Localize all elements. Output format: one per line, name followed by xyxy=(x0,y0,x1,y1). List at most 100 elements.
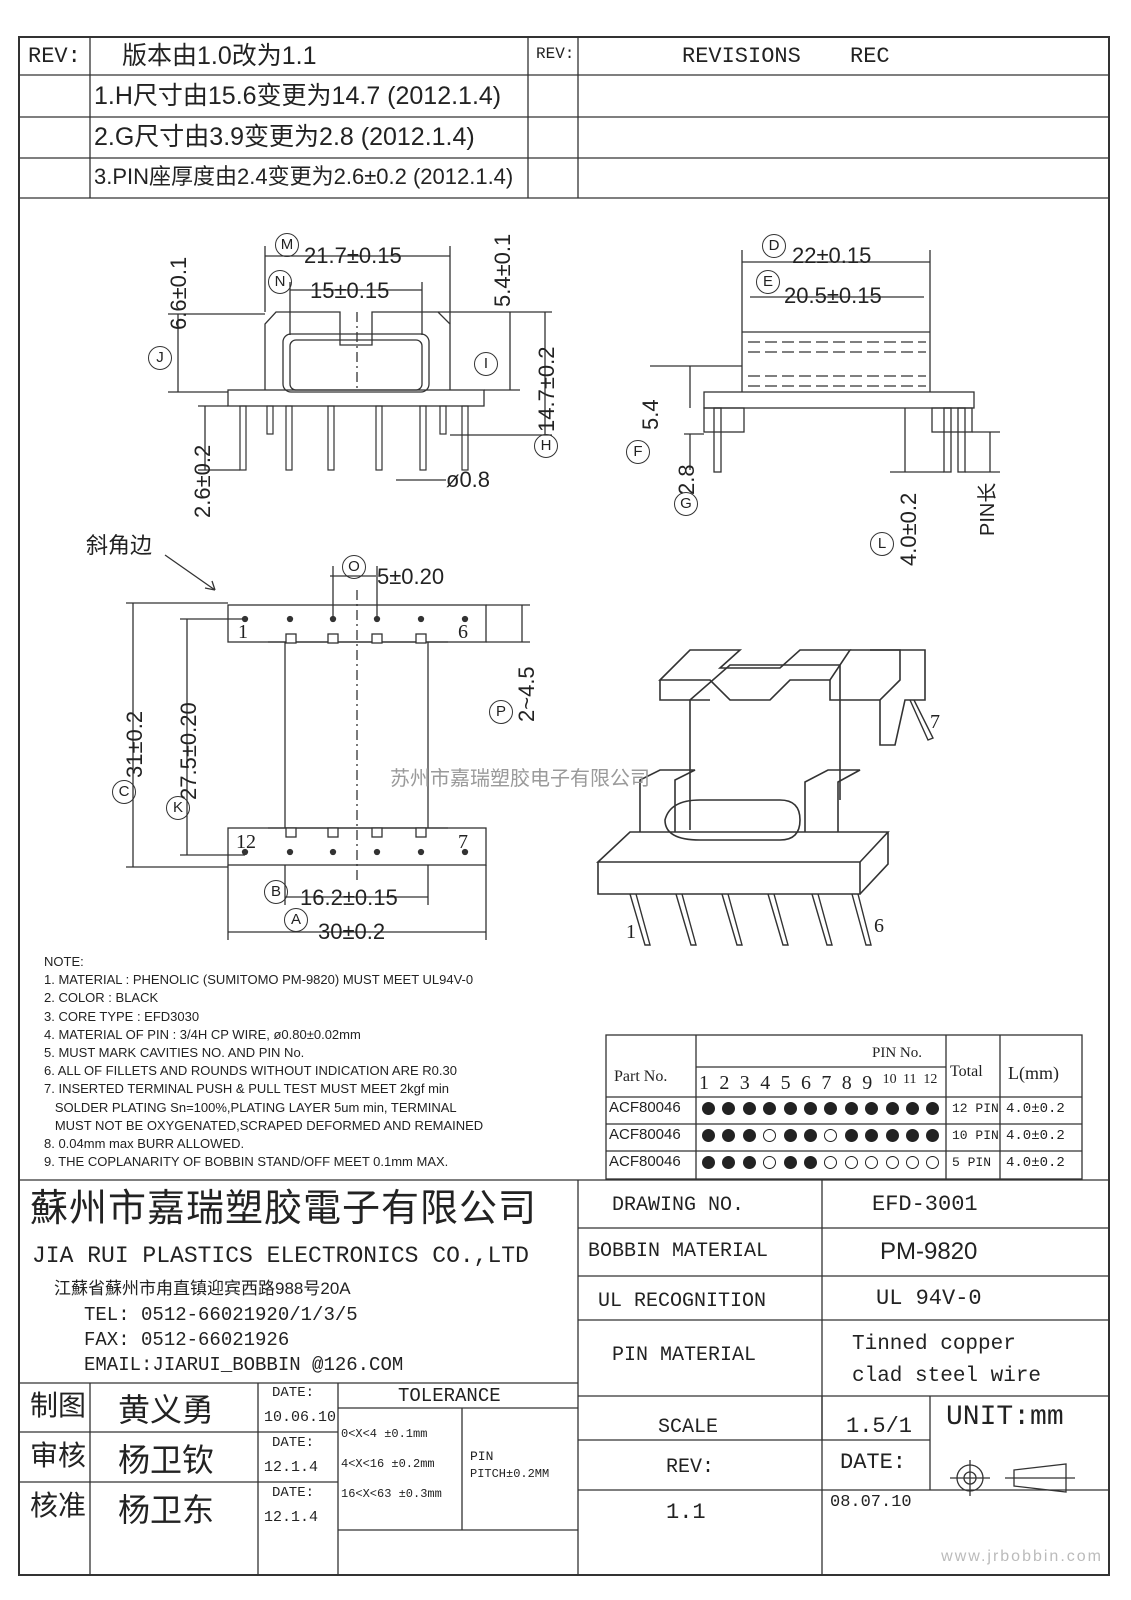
pin-empty-dot xyxy=(763,1156,777,1169)
pin-material-line-2: clad steel wire xyxy=(852,1365,1042,1388)
revision-row-2: 2.G尺寸由3.9变更为2.8 (2012.1.4) xyxy=(94,123,475,151)
pin-table-total: 10 PIN xyxy=(952,1128,999,1143)
pin-number-header: 4 xyxy=(760,1072,771,1094)
pin-number-header: 9 xyxy=(862,1072,873,1094)
watermark-text: 苏州市嘉瑞塑胶电子有限公司 xyxy=(390,766,650,790)
website-watermark: www.jrbobbin.com xyxy=(941,1548,1103,1565)
approval-role-0: 制图 xyxy=(30,1390,87,1421)
date-label: DATE: xyxy=(840,1450,907,1475)
pin-filled-dot xyxy=(865,1129,879,1142)
dim-d: 22±0.15 xyxy=(792,243,872,268)
circle-label-d: D xyxy=(762,234,786,258)
approval-date-label-2: DATE: xyxy=(272,1485,315,1501)
pin-number-header: 6 xyxy=(801,1072,811,1094)
notes-title: NOTE: xyxy=(44,954,84,969)
pin-filled-dot xyxy=(885,1102,899,1115)
pin-filled-dot xyxy=(926,1102,940,1115)
pin-table-pin-header: PIN No. xyxy=(872,1045,923,1061)
notes-block: NOTE: 1. MATERIAL : PHENOLIC (SUMITOMO P… xyxy=(44,953,483,1171)
pin-filled-dot xyxy=(763,1102,777,1115)
pin-filled-dot xyxy=(742,1156,756,1169)
pin-empty-dot xyxy=(865,1156,879,1169)
dim-pin-length: 2.6±0.2 xyxy=(190,444,215,518)
approval-date-0: 10.06.10 xyxy=(264,1409,337,1426)
circle-label-c: C xyxy=(112,780,136,804)
iso-view-outline xyxy=(595,649,934,946)
ul-recognition-label: UL RECOGNITION xyxy=(598,1290,767,1313)
note-item: 1. MATERIAL : PHENOLIC (SUMITOMO PM-9820… xyxy=(44,972,474,988)
pin-filled-dot xyxy=(804,1102,817,1115)
note-item: SOLDER PLATING Sn=100%,PLATING LAYER 5um… xyxy=(44,1099,457,1115)
note-item: 9. THE COPLANARITY OF BOBBIN STAND/OFF M… xyxy=(44,1154,449,1170)
pin-filled-dot xyxy=(926,1129,940,1142)
pin-empty-dot xyxy=(926,1156,940,1169)
dim-c: 31±0.2 xyxy=(122,710,147,778)
bottom-pin-1: 1 xyxy=(238,621,248,643)
pin-filled-dot xyxy=(783,1156,797,1169)
pin-filled-dot xyxy=(906,1102,919,1115)
pin-filled-dot xyxy=(885,1129,899,1142)
pin-number-header: 7 xyxy=(821,1072,832,1094)
circle-label-b: B xyxy=(264,880,288,904)
pin-filled-dot xyxy=(824,1102,838,1115)
pin-empty-dot xyxy=(885,1156,899,1169)
title-block-grid xyxy=(18,1179,1110,1576)
pin-number-header: 1 xyxy=(699,1072,709,1094)
pin-table-length: 4.0±0.2 xyxy=(1006,1101,1065,1117)
tolerance-pitch: PITCH±0.2MM xyxy=(470,1467,550,1481)
circle-label-n: N xyxy=(268,270,292,294)
note-item: 3. CORE TYPE : EFD3030 xyxy=(44,1008,200,1024)
pin-table-part: ACF80046 xyxy=(609,1126,681,1143)
rec-header: REC xyxy=(850,44,890,69)
tolerance-pin: PIN xyxy=(470,1449,494,1464)
dim-g: 2.8 xyxy=(674,464,699,495)
tolerance-title: TOLERANCE xyxy=(398,1385,501,1407)
approval-date-2: 12.1.4 xyxy=(264,1509,319,1526)
dim-e: 20.5±0.15 xyxy=(784,283,882,308)
approval-name-1: 杨卫钦 xyxy=(118,1442,215,1478)
note-item: 7. INSERTED TERMINAL PUSH & PULL TEST MU… xyxy=(44,1081,450,1097)
tolerance-row-1: 4<X<16 ±0.2mm xyxy=(341,1457,435,1471)
pin-table-part: ACF80046 xyxy=(609,1099,681,1116)
circle-label-l: L xyxy=(870,532,894,556)
rev-label-bottom: REV: xyxy=(666,1456,715,1479)
pin-filled-dot xyxy=(722,1156,736,1169)
circle-label-i: I xyxy=(474,352,498,376)
circle-label-a: A xyxy=(284,908,308,932)
circle-label-o: O xyxy=(342,555,366,579)
bottom-pin-6: 6 xyxy=(458,621,468,643)
dim-pin-k: PIN长 xyxy=(977,482,999,536)
dim-pin-diameter: ø0.8 xyxy=(446,467,491,492)
pin-number-header: 10 xyxy=(882,1072,897,1087)
company-address: 江蘇省蘇州市甪直镇迎宾西路988号20A xyxy=(54,1279,351,1298)
pin-filled-dot xyxy=(742,1129,756,1142)
pin-filled-dot xyxy=(844,1102,858,1115)
circle-label-g: G xyxy=(674,492,698,516)
pin-number-header: 8 xyxy=(841,1072,852,1094)
pin-filled-dot xyxy=(804,1129,817,1142)
drawing-no-value: EFD-3001 xyxy=(872,1192,978,1217)
pin-empty-dot xyxy=(824,1129,838,1142)
revision-row-3: 3.PIN座厚度由2.4变更为2.6±0.2 (2012.1.4) xyxy=(94,164,514,189)
bobbin-material-value: PM-9820 xyxy=(880,1238,978,1265)
circle-label-e: E xyxy=(756,270,780,294)
dim-n: 15±0.15 xyxy=(310,278,390,303)
note-item: MUST NOT BE OXYGENATED,SCRAPED DEFORMED … xyxy=(44,1117,484,1133)
company-fax: FAX: 0512-66021926 xyxy=(84,1329,290,1351)
note-item: 2. COLOR : BLACK xyxy=(44,990,159,1006)
date-value: 08.07.10 xyxy=(830,1493,912,1512)
approval-date-1: 12.1.4 xyxy=(264,1459,319,1476)
tolerance-row-0: 0<X<4 ±0.1mm xyxy=(341,1427,428,1441)
pin-filled-dot xyxy=(702,1156,715,1169)
rev-label-2: REV: xyxy=(536,45,575,63)
revision-row-1: 1.H尺寸由15.6变更为14.7 (2012.1.4) xyxy=(94,82,502,110)
pin-table-length: 4.0±0.2 xyxy=(1006,1128,1065,1144)
pin-filled-dot xyxy=(742,1102,756,1115)
circle-label-k: K xyxy=(166,796,190,820)
note-item: 4. MATERIAL OF PIN : 3/4H CP WIRE, ø0.80… xyxy=(44,1026,361,1042)
iso-pin-7: 7 xyxy=(930,711,940,733)
pin-table-grid xyxy=(605,1034,1083,1180)
note-item: 8. 0.04mm max BURR ALLOWED. xyxy=(44,1136,245,1152)
pin-table-length: 4.0±0.2 xyxy=(1006,1155,1065,1171)
